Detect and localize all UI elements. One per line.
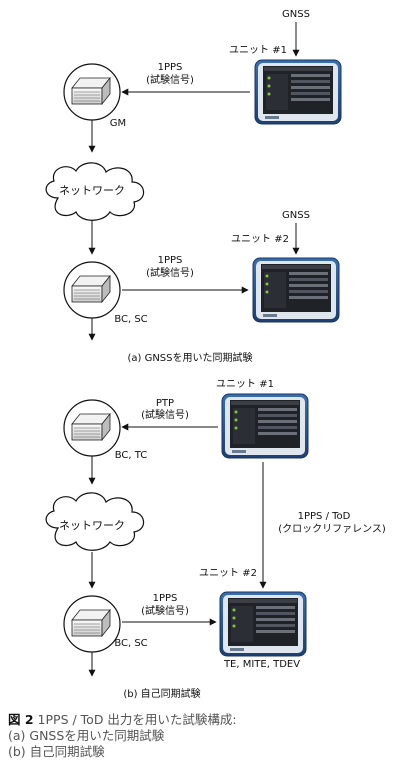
figure-caption-line-a: (a) GNSSを用いた同期試験 <box>8 728 165 743</box>
figure-title: 1PPS / ToD 出力を用いた試験構成: <box>37 712 237 727</box>
gnss2-label: GNSS <box>282 210 310 221</box>
unit1-label: ユニット #1 <box>229 45 287 56</box>
signal1-line2: (試験信号) <box>141 408 189 421</box>
diagram-b: ユニット #1 PTP (試験信号) BC, TC ネットワーク 1PPS / … <box>45 379 386 700</box>
unit1-label: ユニット #1 <box>216 379 274 390</box>
caption-a: (a) GNSSを用いた同期試験 <box>127 351 252 364</box>
bctc-server <box>63 399 121 457</box>
signal2-line2: (試験信号) <box>141 604 189 617</box>
test-configuration-diagram: GNSS ユニット #1 1PPS (試験信号) GM ネットワーク GNSS … <box>45 9 386 700</box>
signal1-line1: PTP <box>156 398 174 409</box>
ref-line2: (クロックリファレンス) <box>278 523 386 535</box>
signal2-line2: (試験信号) <box>146 266 194 279</box>
network-label: ネットワーク <box>59 184 125 197</box>
figure-caption-heading: 図 2 1PPS / ToD 出力を用いた試験構成: <box>8 712 398 728</box>
signal1-line1: 1PPS <box>158 62 183 73</box>
network-label: ネットワーク <box>59 519 125 532</box>
unit1-tablet <box>254 59 342 125</box>
figure-caption-line-b: (b) 自己同期試験 <box>8 744 105 759</box>
unit2-tablet <box>252 257 340 323</box>
bctc-label: BC, TC <box>115 450 148 461</box>
diagram-a: GNSS ユニット #1 1PPS (試験信号) GM ネットワーク GNSS … <box>45 9 342 364</box>
bcsc-server <box>63 261 121 319</box>
signal1-line2: (試験信号) <box>146 73 194 86</box>
unit2-label: ユニット #2 <box>231 234 289 245</box>
signal2-line1: 1PPS <box>153 593 178 604</box>
unit2-tablet <box>219 591 307 657</box>
unit2-label: ユニット #2 <box>199 568 257 579</box>
bcsc-server <box>63 595 121 653</box>
ref-line1: 1PPS / ToD <box>298 511 351 522</box>
figure-number: 図 2 <box>8 712 34 727</box>
bcsc-label: BC, SC <box>114 638 147 649</box>
gm-label: GM <box>110 118 126 129</box>
caption-b: (b) 自己同期試験 <box>123 687 200 700</box>
figure-caption: 図 2 1PPS / ToD 出力を用いた試験構成: (a) GNSSを用いた同… <box>8 712 398 760</box>
bcsc-label: BC, SC <box>114 314 147 325</box>
gm-server <box>63 63 121 121</box>
signal2-line1: 1PPS <box>158 255 183 266</box>
tests-label: TE, MITE, TDEV <box>223 659 300 670</box>
unit1-tablet <box>221 393 309 459</box>
gnss-label: GNSS <box>282 9 310 20</box>
